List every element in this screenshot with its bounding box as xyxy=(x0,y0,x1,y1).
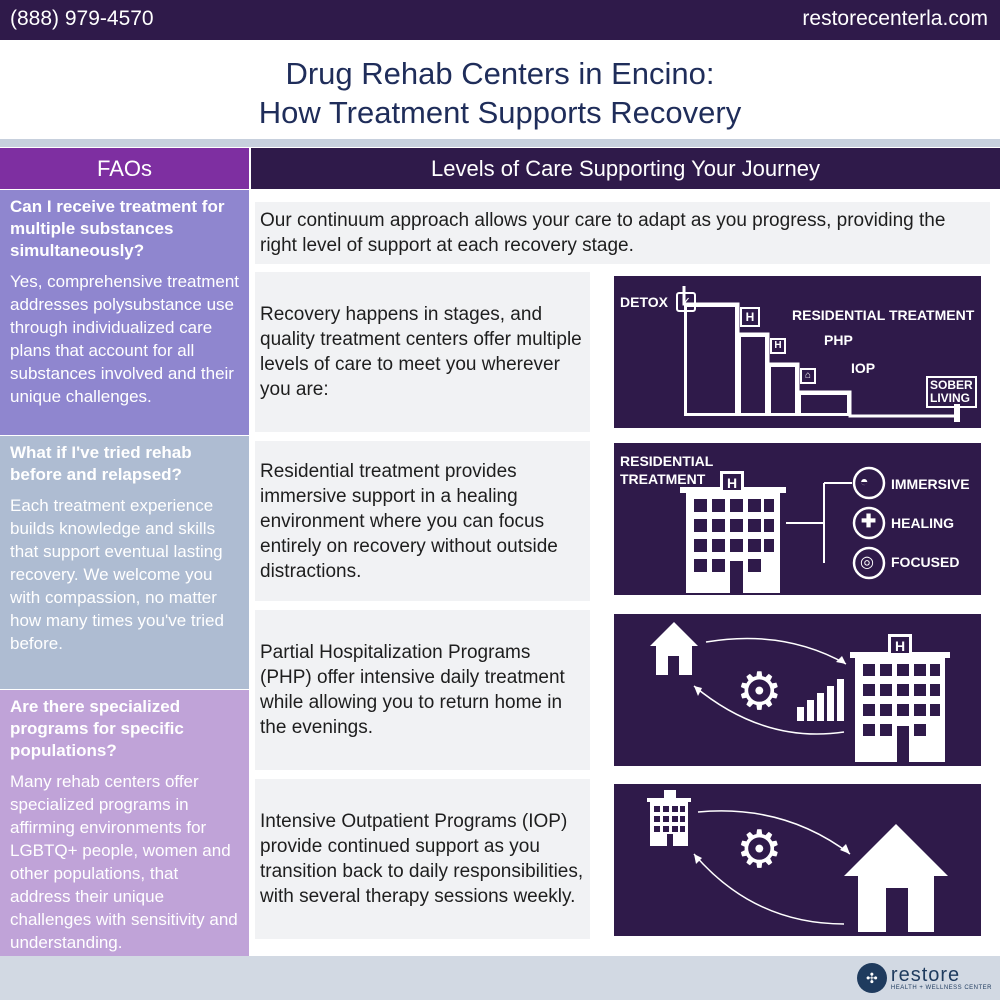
detox-label: DETOX xyxy=(620,294,668,310)
faq-item: Can I receive treatment for multiple sub… xyxy=(0,190,249,435)
restore-logo: ✣ restore HEALTH + WELLNESS CENTER xyxy=(856,960,992,996)
target-icon: ◎ xyxy=(860,554,874,571)
faq-item: Are there specialized programs for speci… xyxy=(0,690,249,956)
staircase-graphic xyxy=(682,286,960,422)
restore-logo-mark-icon: ✣ xyxy=(856,963,887,993)
immersive-label: IMMERSIVE xyxy=(891,476,970,492)
care-row-text: Intensive Outpatient Programs (IOP) prov… xyxy=(255,779,590,939)
residential-illustration: H RESIDENTIAL TREATMENT ◓ ✚ ◎ IMMERSIVE … xyxy=(614,443,981,595)
focused-label: FOCUSED xyxy=(891,554,960,570)
care-row-text: Recovery happens in stages, and quality … xyxy=(255,272,590,432)
logo-brand-text: restore xyxy=(890,964,961,986)
house-icon xyxy=(615,785,616,786)
checkmark-icon: ✓ xyxy=(676,292,696,312)
php-illustration: H ⚙ xyxy=(614,614,981,766)
residential-title-line-2: TREATMENT xyxy=(620,471,706,487)
levels-staircase-illustration: DETOX ✓ H H ⌂ RESIDENTIAL TREATMENT PHP … xyxy=(614,276,981,428)
residential-building-graphic: H xyxy=(680,466,886,593)
page-title-line-1: Drug Rehab Centers in Encino: xyxy=(285,56,715,91)
care-row-label: Partial Hospitalization Programs (PHP) o… xyxy=(260,642,565,738)
page-title: Drug Rehab Centers in Encino: How Treatm… xyxy=(0,54,1000,132)
iop-label: IOP xyxy=(851,360,876,376)
levels-of-care-heading: Levels of Care Supporting Your Journey xyxy=(251,148,1000,189)
care-row-label: Recovery happens in stages, and quality … xyxy=(260,304,582,400)
meditation-icon: ◓ xyxy=(860,473,869,489)
care-row-text: Partial Hospitalization Programs (PHP) o… xyxy=(255,610,590,770)
svg-text:H: H xyxy=(727,475,737,491)
faq-question: Are there specialized programs for speci… xyxy=(10,697,184,760)
php-graphic: H xyxy=(650,622,950,762)
gear-icon: ⚙ xyxy=(736,821,783,879)
faq-answer: Each treatment experience builds knowled… xyxy=(10,496,224,653)
iop-illustration: ⚙ xyxy=(614,784,981,936)
php-label: PHP xyxy=(824,332,853,348)
care-row-text: Residential treatment provides immersive… xyxy=(255,441,590,601)
faq-question: Can I receive treatment for multiple sub… xyxy=(10,197,225,260)
house-icon: ⌂ xyxy=(800,368,816,384)
care-row-label: Intensive Outpatient Programs (IOP) prov… xyxy=(260,811,584,907)
svg-text:H: H xyxy=(895,638,905,654)
healing-label: HEALING xyxy=(891,515,954,531)
iop-graphic xyxy=(647,790,948,932)
bar-chart-icon xyxy=(615,615,616,616)
sober-living-sign: SOBER LIVING xyxy=(926,376,977,408)
faq-answer: Yes, comprehensive treatment addresses p… xyxy=(10,272,239,406)
faq-question: What if I've tried rehab before and rela… xyxy=(10,443,192,484)
hospital-icon: H xyxy=(740,307,760,327)
faq-item: What if I've tried rehab before and rela… xyxy=(0,436,249,689)
intro-text: Our continuum approach allows your care … xyxy=(255,202,990,264)
page-title-line-2: How Treatment Supports Recovery xyxy=(258,95,742,130)
residential-label: RESIDENTIAL TREATMENT xyxy=(792,307,975,323)
phone-number-link[interactable]: (888) 979-4570 xyxy=(10,7,154,30)
sober-label: SOBER xyxy=(930,378,973,392)
footer-bar xyxy=(0,956,1000,1000)
website-link[interactable]: restorecenterla.com xyxy=(802,7,988,30)
divider-strip xyxy=(0,139,1000,147)
top-bar: (888) 979-4570 restorecenterla.com xyxy=(0,0,1000,40)
hospital-icon: H xyxy=(770,338,786,354)
gear-icon: ⚙ xyxy=(736,663,783,721)
living-label: LIVING xyxy=(930,391,971,405)
logo-subtitle-text: HEALTH + WELLNESS CENTER xyxy=(890,985,992,991)
faq-answer: Many rehab centers offer specialized pro… xyxy=(10,772,238,952)
care-row-label: Residential treatment provides immersive… xyxy=(260,460,558,582)
faq-heading: FAOs xyxy=(0,148,249,189)
medical-cross-icon: ✚ xyxy=(861,511,877,531)
residential-title-line-1: RESIDENTIAL xyxy=(620,453,714,469)
